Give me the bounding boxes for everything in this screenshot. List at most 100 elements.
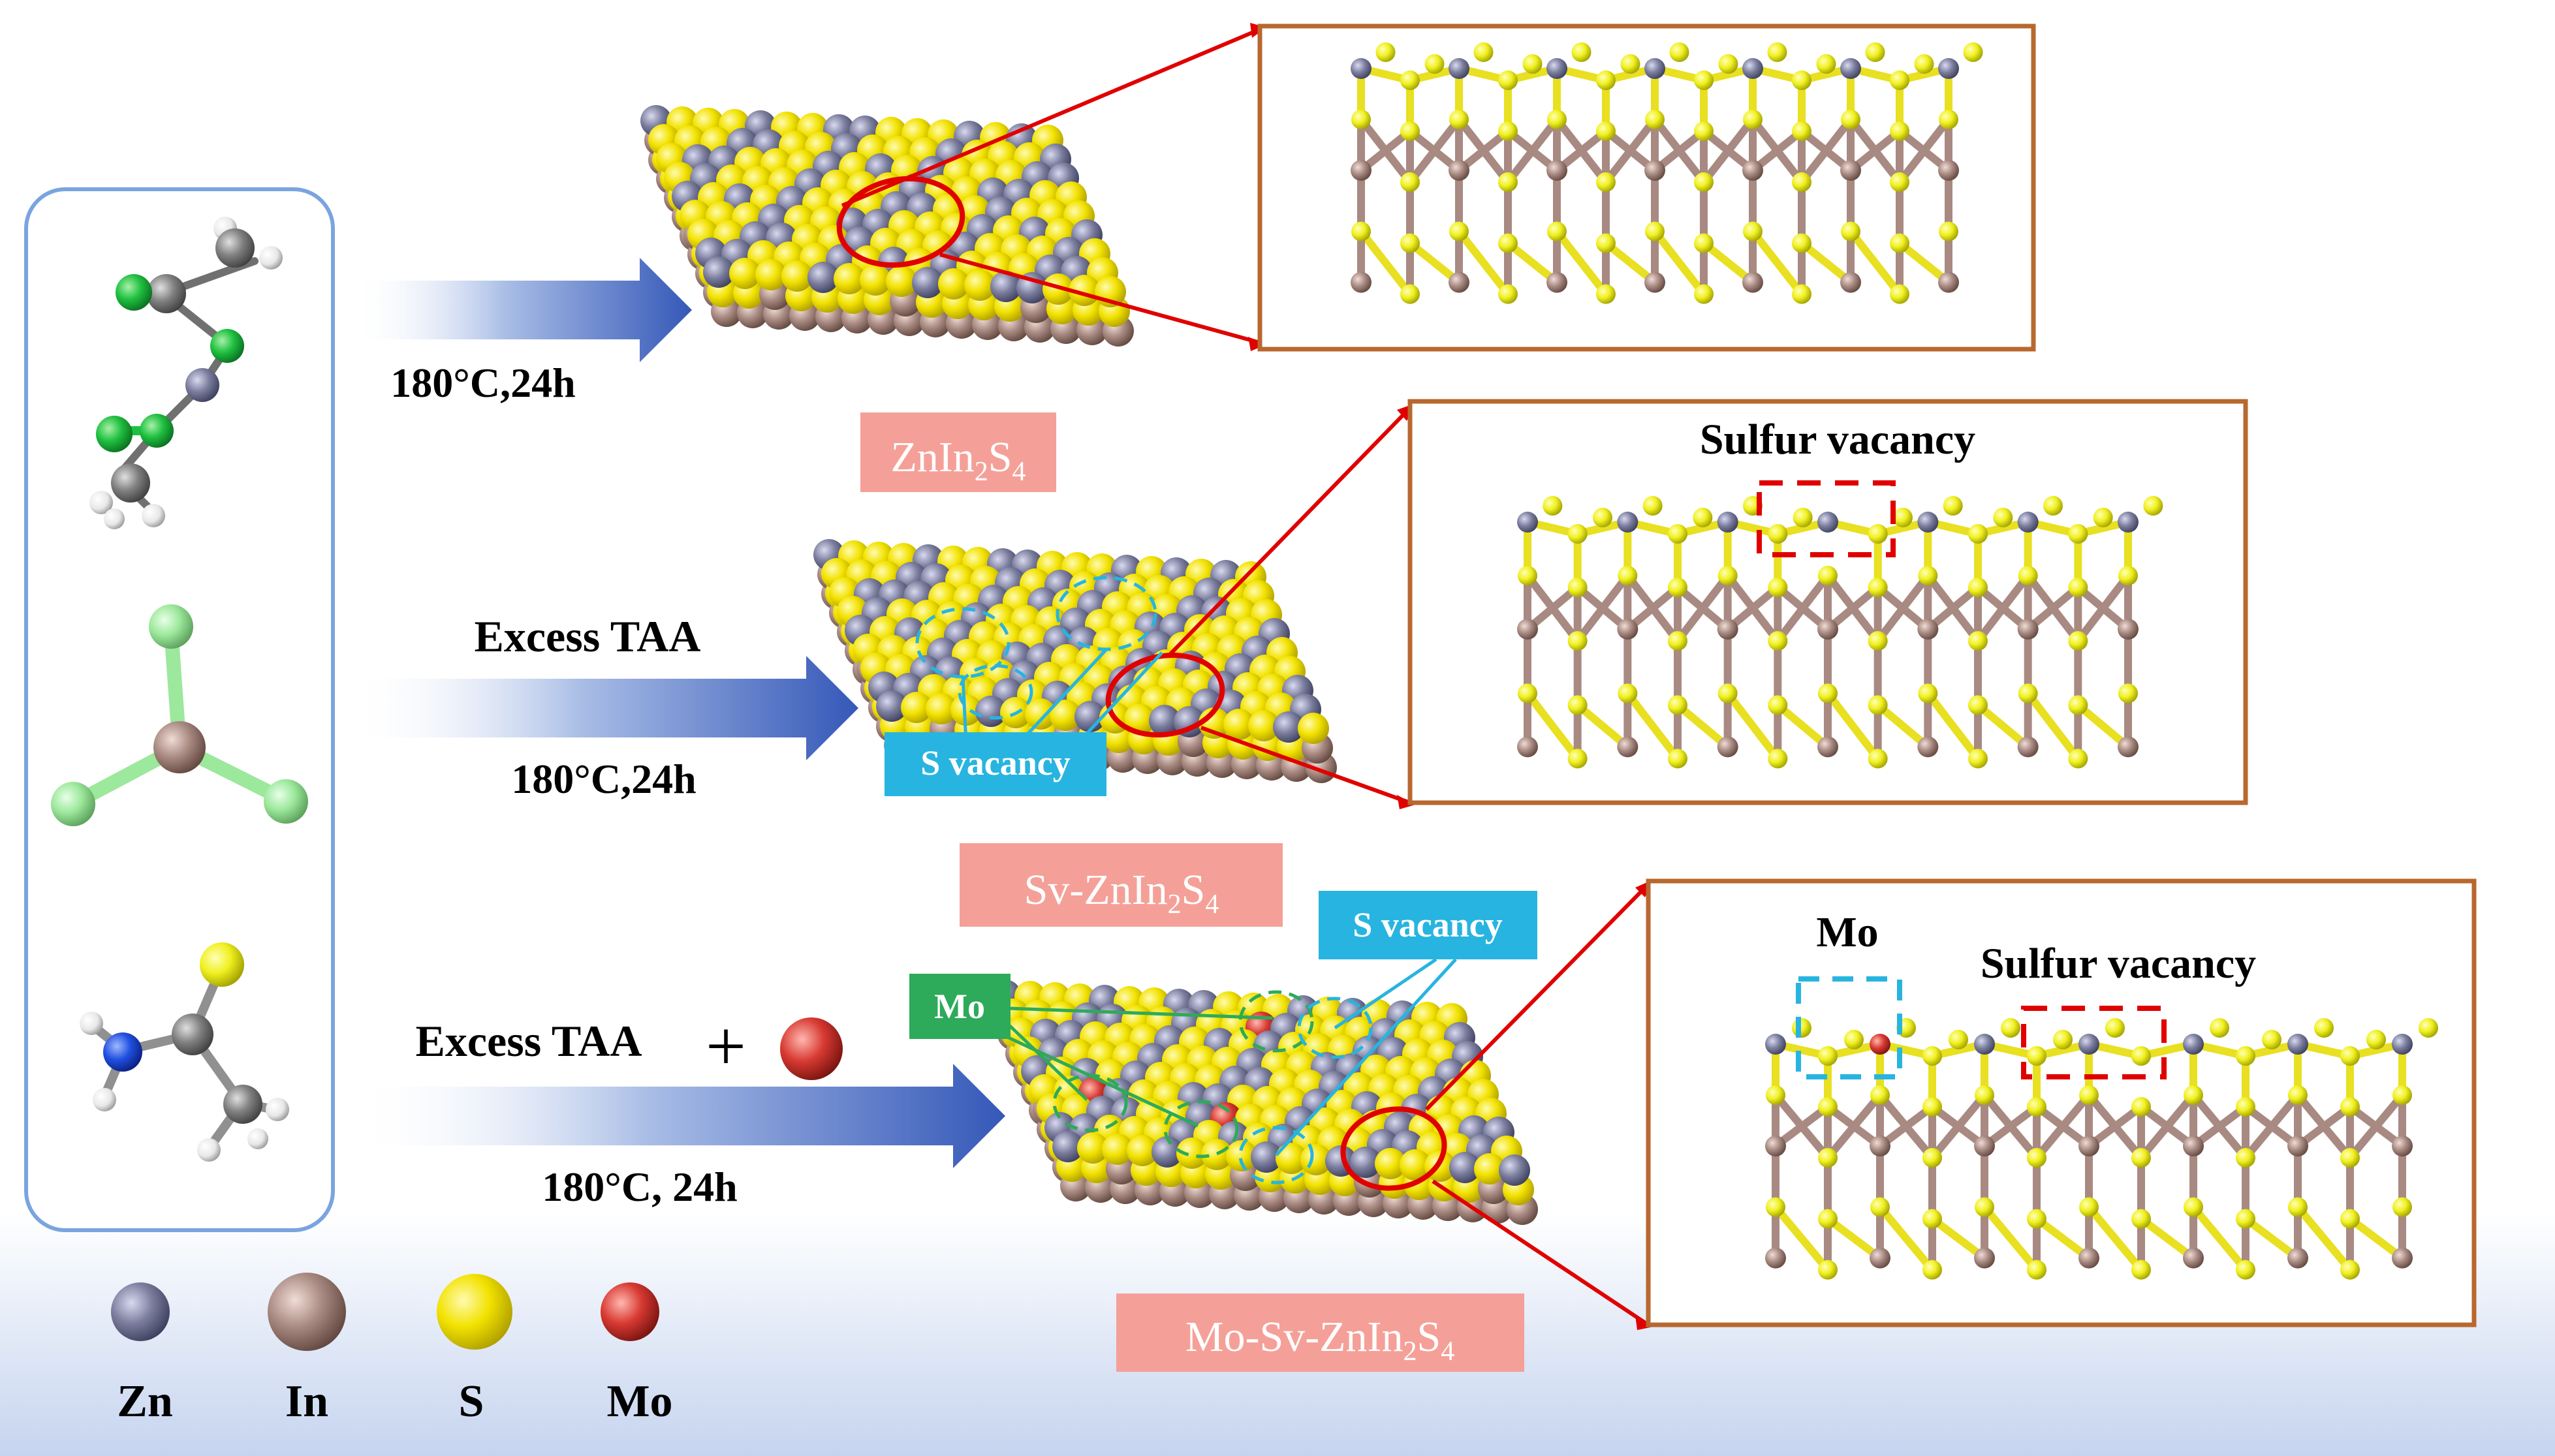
- detail-atom: [1517, 619, 1538, 640]
- detail-atom: [1567, 749, 1588, 769]
- detail-atom: [1743, 110, 1763, 129]
- detail-atom: [1596, 172, 1616, 192]
- legend-mo-swatch: [601, 1282, 659, 1341]
- row3-svacancy-badge: [1319, 891, 1537, 959]
- detail-atom: [1618, 566, 1638, 585]
- legend-s-swatch: [437, 1274, 512, 1350]
- detail-atom: [1400, 121, 1420, 141]
- detail-atom: [1743, 221, 1763, 241]
- detail-atom: [1694, 233, 1714, 253]
- detail-atom: [1620, 54, 1640, 74]
- detail-atom: [1968, 749, 1988, 769]
- detail-atom: [1546, 58, 1567, 79]
- detail-atom: [1974, 1034, 1995, 1055]
- detail-atom: [2118, 619, 2139, 640]
- detail-atom: [1518, 683, 1537, 704]
- detail-atom: [1968, 695, 1988, 715]
- slab-atom: [926, 693, 957, 724]
- legend-zn-label: Zn: [117, 1376, 173, 1427]
- detail-atom: [2027, 1148, 2046, 1168]
- detail-atom: [1938, 58, 1959, 79]
- detail-atom: [1449, 58, 1469, 79]
- detail-atom: [1669, 42, 1689, 62]
- detail-atom: [1870, 1197, 1890, 1217]
- detail-atom: [2027, 1046, 2046, 1066]
- slab-atom: [807, 262, 839, 293]
- detail-atom: [2210, 1018, 2229, 1038]
- slab-atom: [901, 692, 932, 723]
- detail-atom: [2118, 683, 2138, 704]
- detail-atom: [1645, 110, 1665, 129]
- detail-atom: [1818, 1209, 1838, 1229]
- detail-atom: [1547, 221, 1567, 241]
- row1-zoom-line-top: [841, 27, 1261, 208]
- detail-atom: [1968, 631, 1988, 651]
- slab-atom: [886, 266, 917, 297]
- detail-atom: [1914, 54, 1934, 74]
- detail-atom: [1351, 271, 1372, 293]
- detail-atom: [2340, 1097, 2360, 1117]
- detail-atom: [1922, 1148, 1942, 1168]
- detail-atom: [2236, 1097, 2255, 1117]
- slab-atom: [964, 270, 995, 301]
- slab-atom: [1298, 713, 1329, 744]
- slab-atom: [1201, 1139, 1232, 1170]
- detail-atom: [2079, 1085, 2099, 1105]
- detail-atom: [1938, 271, 1959, 293]
- detail-atom: [1870, 1034, 1890, 1055]
- detail-atom: [1818, 1046, 1838, 1066]
- slab-atom: [1223, 709, 1255, 740]
- detail-atom: [1517, 512, 1538, 533]
- detail-atom: [1498, 121, 1518, 141]
- slab-atom: [1276, 1143, 1307, 1174]
- detail-atom: [2017, 512, 2039, 533]
- detail-atom: [1694, 121, 1714, 141]
- detail-atom: [1818, 1260, 1838, 1280]
- detail-atom: [1870, 1136, 1890, 1156]
- detail-atom: [1917, 736, 1939, 758]
- slab-atom: [1149, 705, 1180, 736]
- slab-atom: [1124, 704, 1155, 735]
- detail-atom: [2184, 1085, 2203, 1105]
- detail-atom: [1918, 566, 1938, 585]
- detail-atom: [1765, 1136, 1786, 1156]
- detail-atom: [2183, 1247, 2204, 1269]
- legend-in-label: In: [285, 1376, 328, 1427]
- detail-atom: [1768, 578, 1788, 597]
- detail-atom: [1817, 512, 1838, 533]
- detail-atom: [1567, 578, 1588, 597]
- detail-atom: [1668, 524, 1687, 544]
- row3-mo-pointers: [1007, 1006, 1274, 1128]
- indium-chloride-molecule: [51, 604, 308, 826]
- detail-atom: [2018, 683, 2038, 704]
- slab-atom: [1176, 1138, 1208, 1169]
- plus-sign: +: [706, 1006, 746, 1086]
- detail-atom: [1792, 121, 1811, 141]
- detail-atom: [2392, 1197, 2412, 1217]
- detail-atom: [1890, 70, 1909, 90]
- slab-atom: [755, 259, 787, 290]
- slab-atom: [1016, 272, 1048, 303]
- detail-atom: [1567, 631, 1588, 651]
- detail-atom: [1792, 70, 1811, 90]
- mo-precursor-icon: [780, 1017, 843, 1080]
- detail-atom: [2118, 736, 2139, 758]
- slab-atom: [1152, 1136, 1183, 1168]
- detail-atom: [1975, 1085, 1994, 1105]
- detail-atom: [1449, 271, 1469, 293]
- detail-atom: [1767, 42, 1787, 62]
- arrow-row-3: [353, 1064, 1005, 1168]
- detail-atom: [2017, 736, 2039, 758]
- detail-atom: [1840, 160, 1861, 181]
- detail-atom: [2392, 1136, 2413, 1156]
- detail-atom: [1765, 1034, 1786, 1055]
- detail-atom: [1567, 524, 1588, 544]
- detail-atom: [1617, 619, 1638, 640]
- detail-atom: [1375, 42, 1396, 62]
- detail-atom: [1870, 1085, 1890, 1105]
- row2-zoom-line-bottom: [1200, 726, 1411, 805]
- slab-atom: [1350, 1147, 1381, 1178]
- detail-atom: [1642, 496, 1663, 516]
- detail-atom: [1596, 233, 1616, 253]
